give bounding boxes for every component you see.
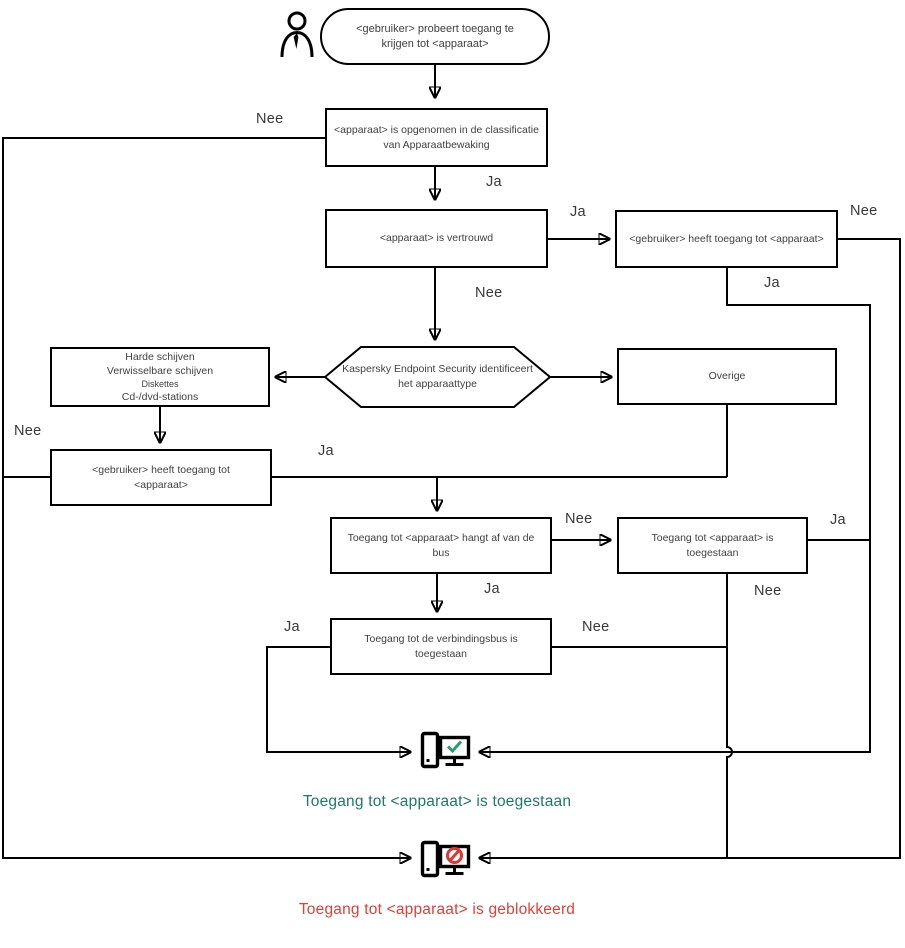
node-start: <gebruiker> probeert toegang te krijgen … (320, 8, 550, 65)
node-access-allowed-box: Toegang tot <apparaat> is toegestaan (617, 517, 808, 574)
caption-access-blocked: Toegang tot <apparaat> is geblokkeerd (298, 901, 576, 918)
edge-label-bus-no: Nee (565, 511, 593, 527)
node-disk-types: Harde schijven Verwisselbare schijven Di… (50, 347, 270, 407)
caption-access-allowed: Toegang tot <apparaat> is toegestaan (302, 793, 572, 810)
computer-prohibited-icon (420, 840, 471, 878)
node-bus-dependent-label: Toegang tot <apparaat> hangt af van de b… (347, 532, 535, 559)
node-user-access-top-label: <gebruiker> heeft toegang tot <apparaat> (629, 232, 824, 245)
edge-label-bus-yes: Ja (484, 581, 500, 597)
disk-type-line: Verwisselbare schijven (106, 364, 214, 377)
node-bus-dependent: Toegang tot <apparaat> hangt af van de b… (330, 517, 552, 574)
computer-check-icon (420, 731, 471, 769)
node-other-label: Overige (708, 370, 746, 383)
node-bus-allowed-label: Toegang tot de verbindingsbus is toegest… (364, 633, 518, 660)
user-icon (280, 11, 314, 58)
node-user-access-left-label: <gebruiker> heeft toegang tot <apparaat> (92, 464, 230, 491)
edge-label-allowed-box-yes: Ja (830, 512, 846, 528)
node-access-allowed-box-label: Toegang tot <apparaat> is toegestaan (651, 532, 774, 559)
edge-label-user-top-no: Nee (850, 203, 878, 219)
node-start-label: <gebruiker> probeert toegang te krijgen … (356, 22, 514, 50)
disk-type-line: Diskettes (141, 379, 179, 390)
edge-label-classification-no: Nee (256, 111, 284, 127)
node-other: Overige (617, 348, 837, 405)
edge-usertop-no-rightside-to-blocked (480, 238, 901, 858)
node-trusted: <apparaat> is vertrouwd (325, 209, 548, 268)
edge-label-user-top-yes: Ja (764, 275, 780, 291)
edge-label-trusted-yes: Ja (570, 204, 586, 220)
edge-label-allowed-box-no: Nee (754, 583, 782, 599)
edge-label-user-left-no: Nee (14, 423, 42, 439)
node-classification: <apparaat> is opgenomen in de classifica… (325, 108, 548, 167)
node-user-access-top: <gebruiker> heeft toegang tot <apparaat> (615, 210, 838, 268)
edge-busallowed-yes-to-allowed (266, 646, 410, 752)
edge-label-user-left-yes: Ja (318, 443, 334, 459)
hexagon-device-type (323, 346, 552, 408)
edge-label-classification-yes: Ja (486, 174, 502, 190)
edge-label-bus-allowed-no: Nee (582, 619, 610, 635)
node-trusted-label: <apparaat> is vertrouwd (379, 232, 494, 245)
edge-usertop-yes-to-allowed (480, 268, 871, 752)
edge-label-bus-allowed-yes: Ja (284, 619, 300, 635)
node-device-type-label: Kaspersky Endpoint Security identificeer… (342, 363, 533, 390)
disk-type-line: Harde schijven (125, 350, 195, 363)
edge-allowedbox-no-down (726, 574, 733, 858)
edge-label-trusted-no: Nee (475, 285, 503, 301)
node-bus-allowed: Toegang tot de verbindingsbus is toegest… (330, 618, 552, 675)
disk-type-line: Cd-/dvd-stations (121, 391, 199, 404)
node-classification-label: <apparaat> is opgenomen in de classifica… (334, 124, 539, 151)
edge-classification-no-left-to-blocked (2, 137, 410, 858)
node-user-access-left: <gebruiker> heeft toegang tot <apparaat> (50, 449, 272, 506)
